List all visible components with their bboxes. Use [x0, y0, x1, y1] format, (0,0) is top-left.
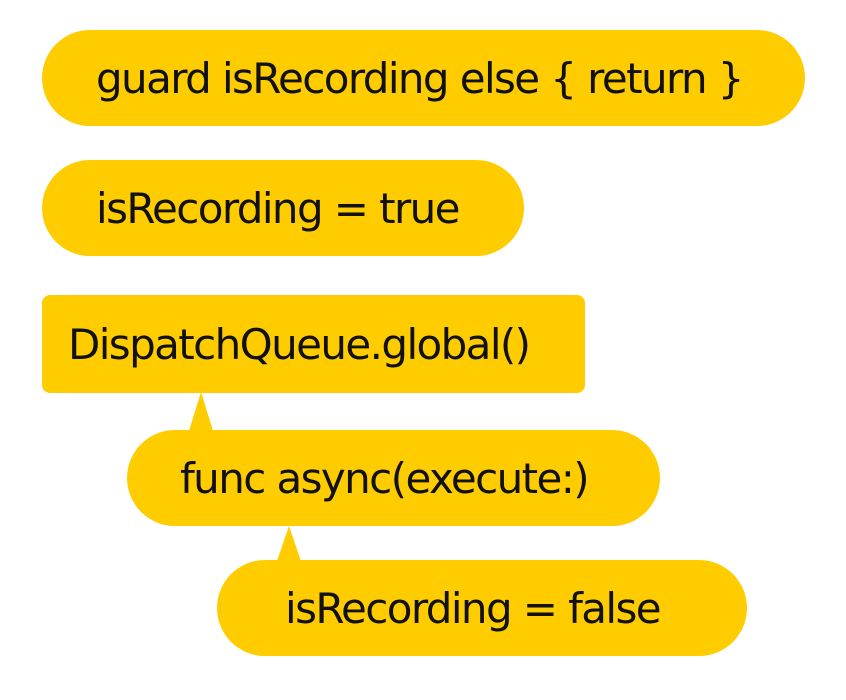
guard-statement-bubble: guard isRecording else { return } [42, 30, 805, 126]
dispatch-queue-bubble: DispatchQueue.global() [42, 295, 585, 393]
set-recording-true-bubble: isRecording = true [42, 160, 524, 256]
async-call-text: func async(execute:) [180, 453, 590, 503]
set-recording-false-text: isRecording = false [285, 583, 662, 633]
async-to-queue-pointer [188, 392, 214, 434]
closure-to-async-pointer [276, 526, 302, 564]
async-call-bubble: func async(execute:) [127, 430, 660, 526]
set-recording-false-bubble: isRecording = false [217, 560, 747, 656]
set-recording-true-text: isRecording = true [96, 183, 461, 233]
dispatch-queue-text: DispatchQueue.global() [68, 319, 531, 369]
guard-statement-text: guard isRecording else { return } [96, 53, 744, 103]
